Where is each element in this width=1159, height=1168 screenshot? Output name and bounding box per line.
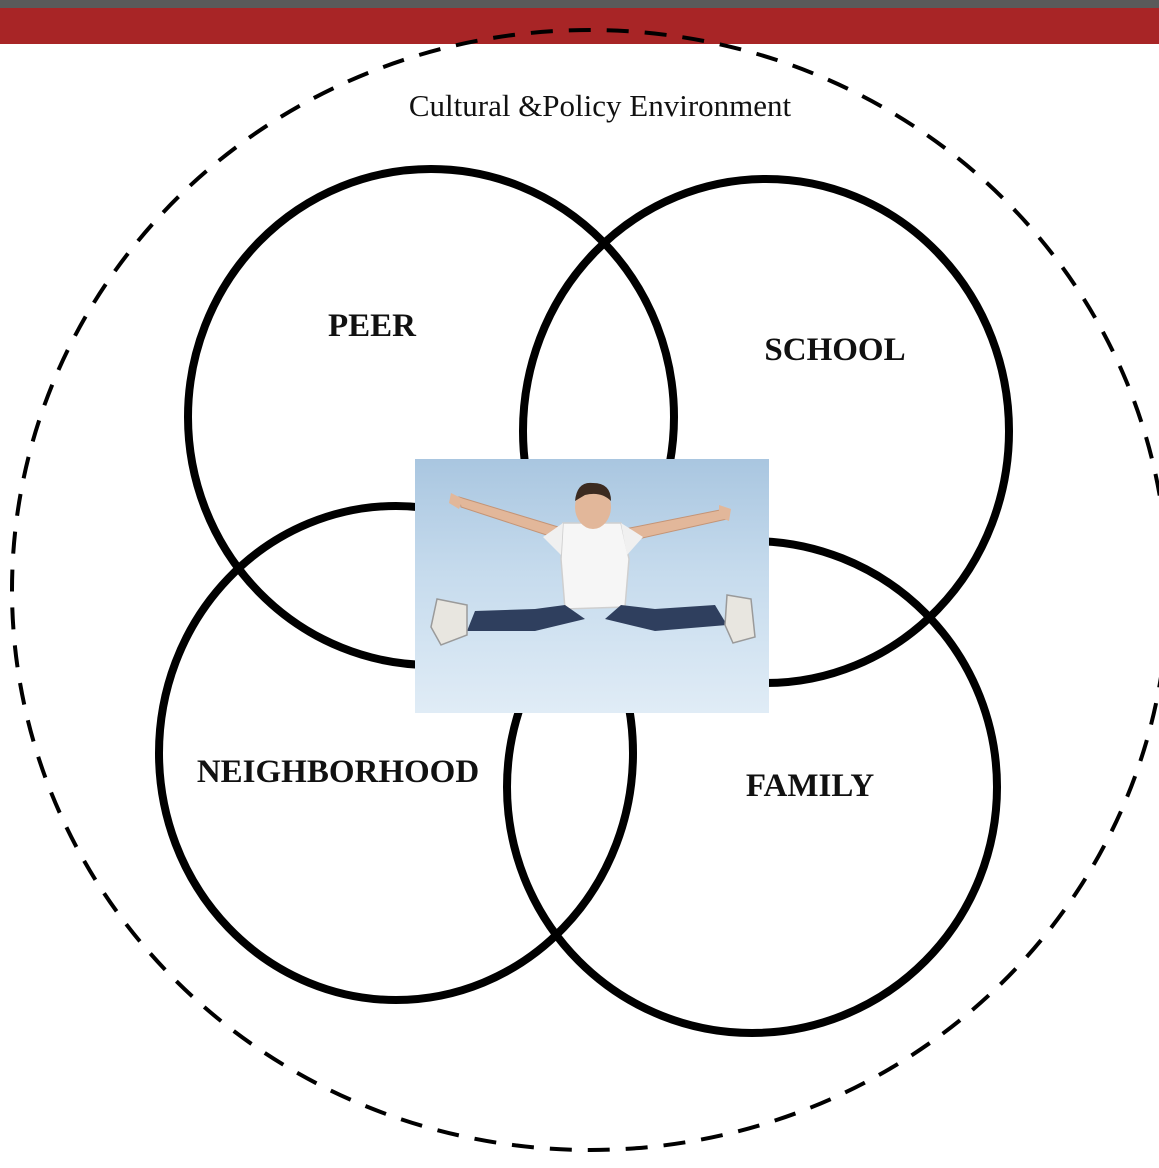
family-label: FAMILY xyxy=(745,768,875,804)
header-bar xyxy=(0,8,1159,44)
school-label: SCHOOL xyxy=(764,332,906,368)
environment-boundary xyxy=(10,28,1159,1152)
environment-label: Cultural &Policy Environment xyxy=(408,88,792,123)
neighborhood-label: NEIGHBORHOOD xyxy=(196,754,480,790)
header-strip xyxy=(0,0,1159,8)
peer-label: PEER xyxy=(327,308,416,344)
neighborhood-circle xyxy=(155,502,637,1004)
jumping-person-photo xyxy=(415,459,769,713)
